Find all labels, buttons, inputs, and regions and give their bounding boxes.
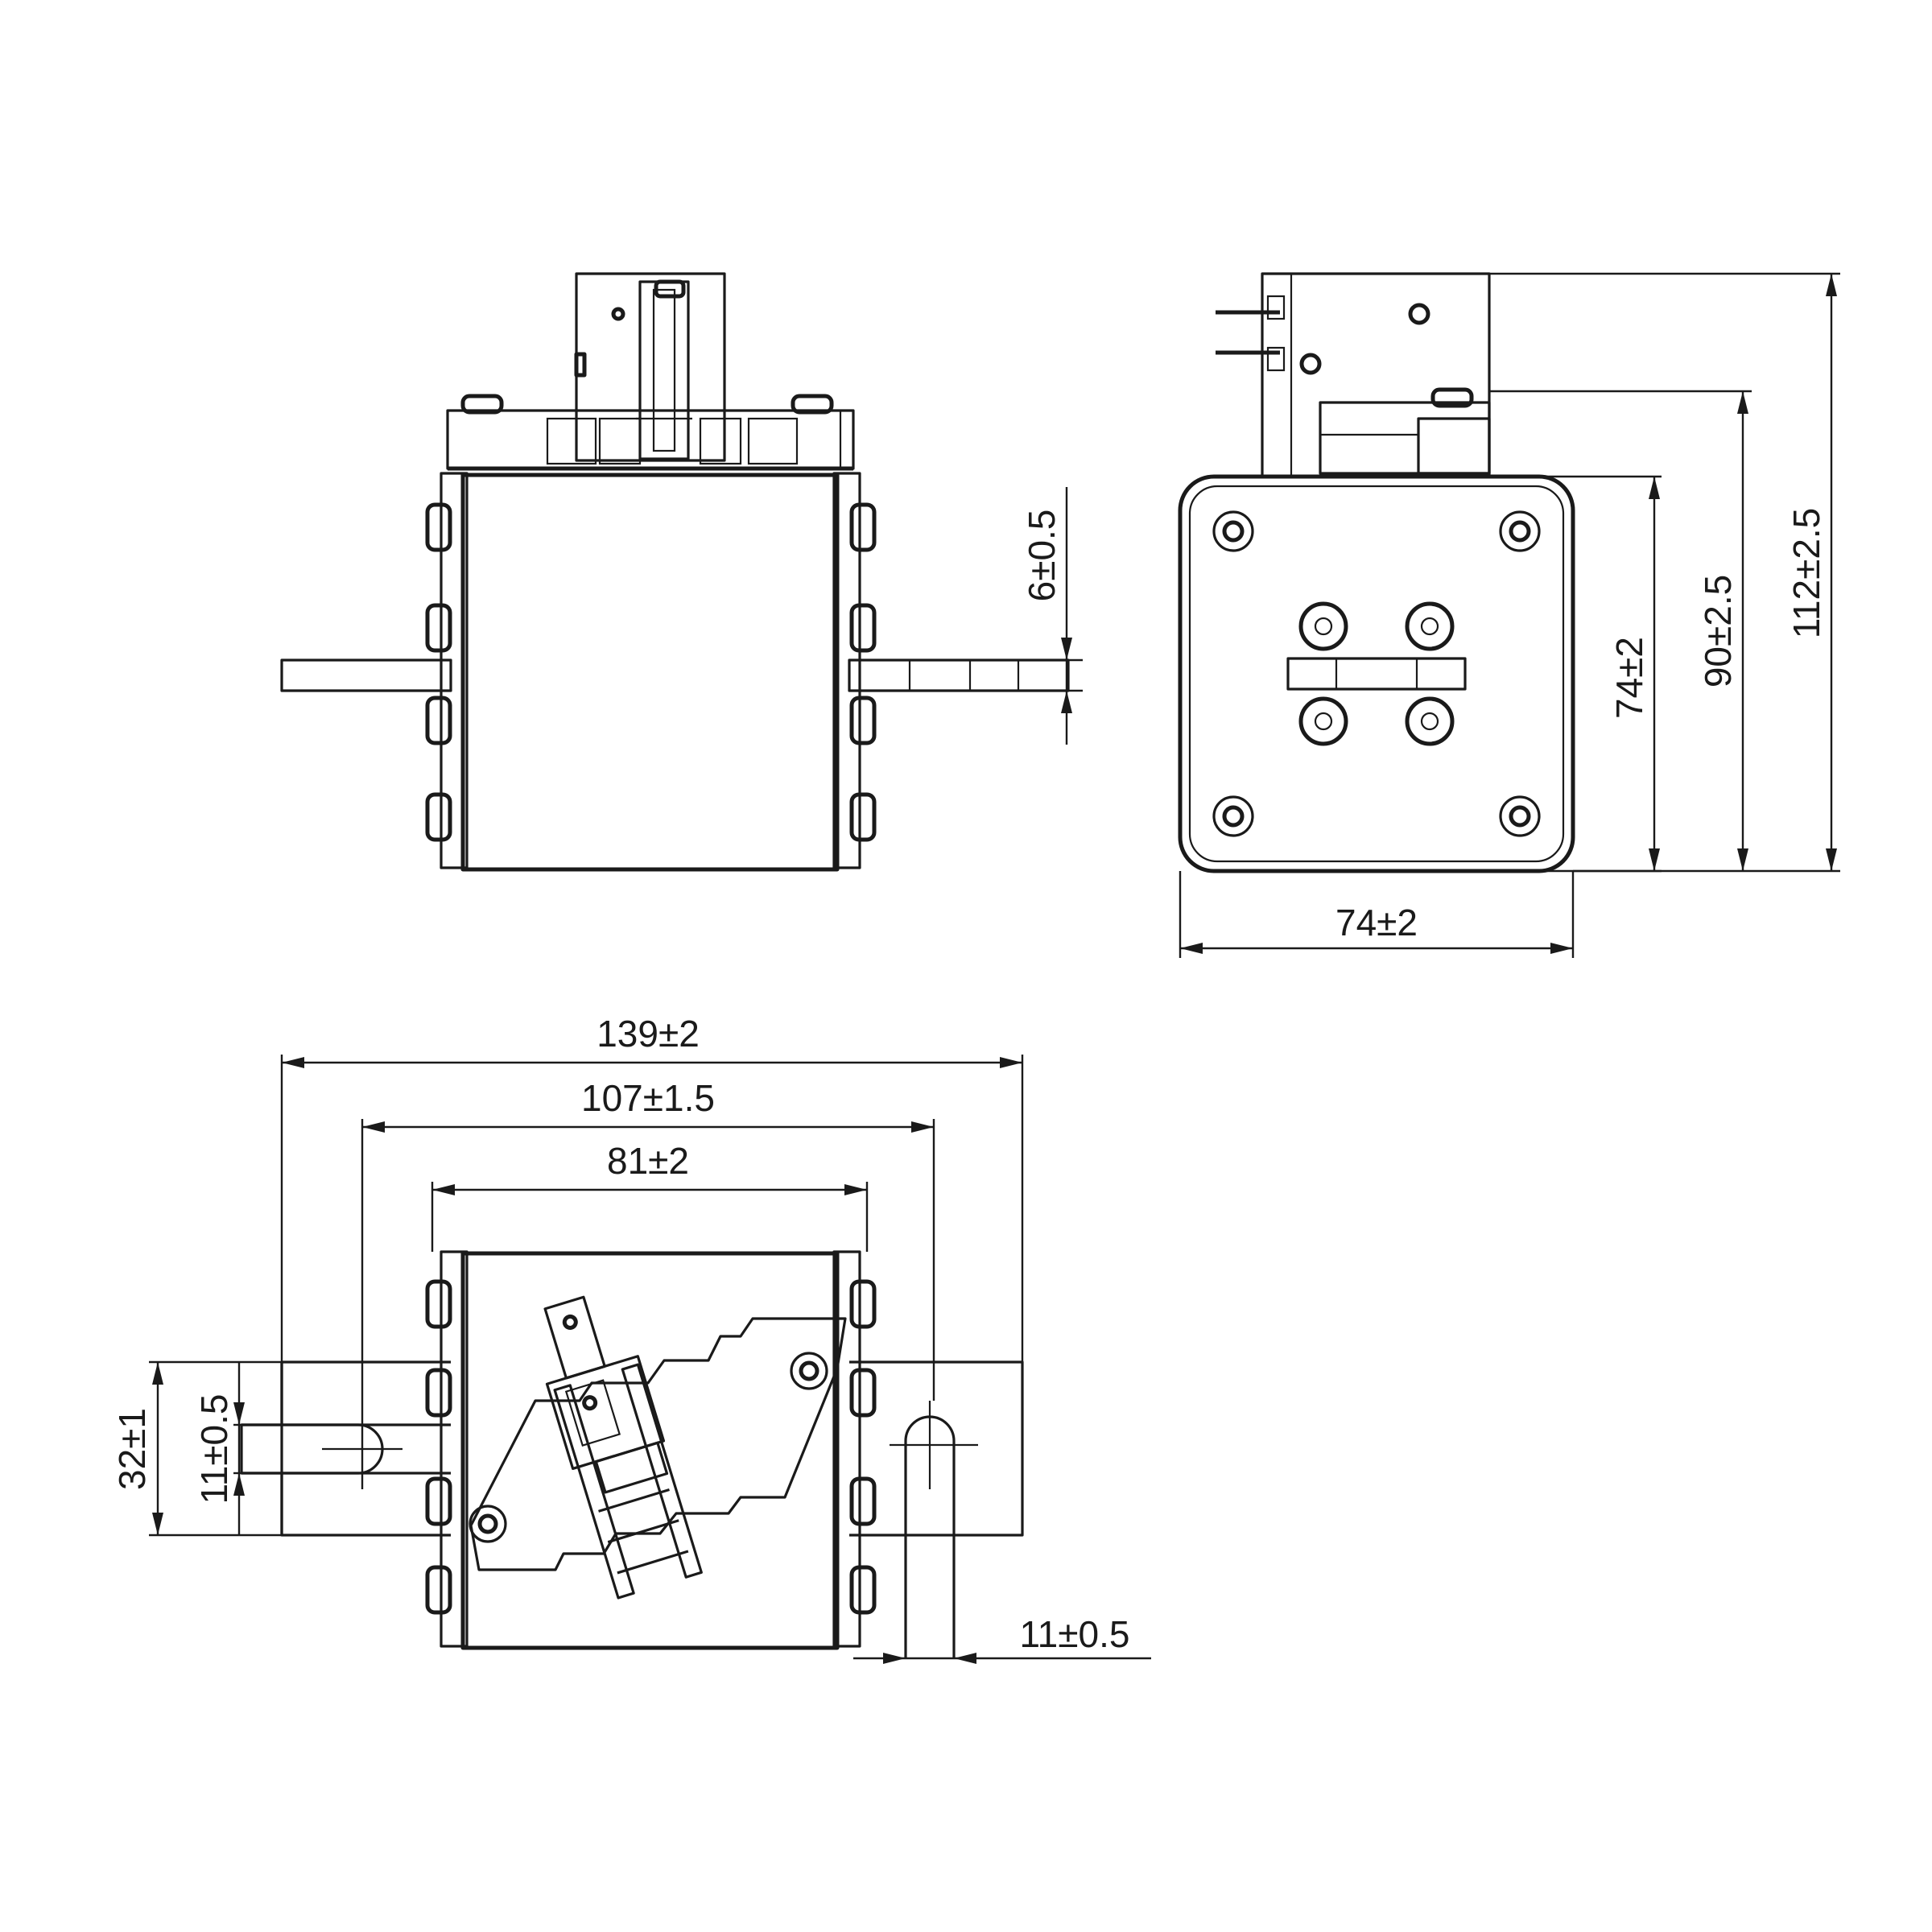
top-view: 139±2 107±1.5 81±2 32±1 11±0.5 11±0 [111, 1013, 1151, 1664]
left-terminal-blade [280, 658, 452, 692]
dimension-label-body-width: 74±2 [1335, 902, 1418, 943]
dimension-label-slot-width-right: 11±0.5 [1020, 1613, 1130, 1655]
fuse-body-side [1178, 474, 1575, 873]
dimension-label-height-to-rail: 90±2.5 [1697, 575, 1739, 687]
right-blade-top [849, 1360, 1024, 1537]
dimension-label-overall-height: 112±2.5 [1785, 508, 1827, 639]
dimension-label-blade-width: 32±1 [111, 1408, 153, 1490]
dimension-label-overall-length: 139±2 [597, 1013, 700, 1055]
cap-bolt [427, 505, 874, 840]
microswitch [543, 1295, 703, 1600]
fuse-element [469, 1317, 847, 1571]
dimension-label-body-height: 74±2 [1608, 637, 1650, 719]
dimension-label-terminal-thickness: 6±0.5 [1021, 510, 1063, 602]
dimension-label-slot-centers: 107±1.5 [581, 1077, 715, 1119]
dimension-label-slot-width-left: 11±0.5 [193, 1394, 235, 1505]
right-terminal-blade [848, 658, 1070, 692]
fuse-body-front [460, 473, 840, 872]
microswitch-bracket-front [575, 272, 726, 462]
dimension-label-body-length: 81±2 [607, 1140, 689, 1182]
side-view: 74±2 74±2 90±2.5 112±2.5 [1178, 272, 1840, 958]
fuse-body-top [460, 1251, 840, 1650]
terminal-screw [1298, 601, 1455, 746]
microswitch-bracket-side [1261, 272, 1491, 478]
front-view: 6±0.5 [280, 272, 1083, 872]
terminal-blade-end [1286, 657, 1467, 691]
corner-screw [1212, 510, 1541, 837]
